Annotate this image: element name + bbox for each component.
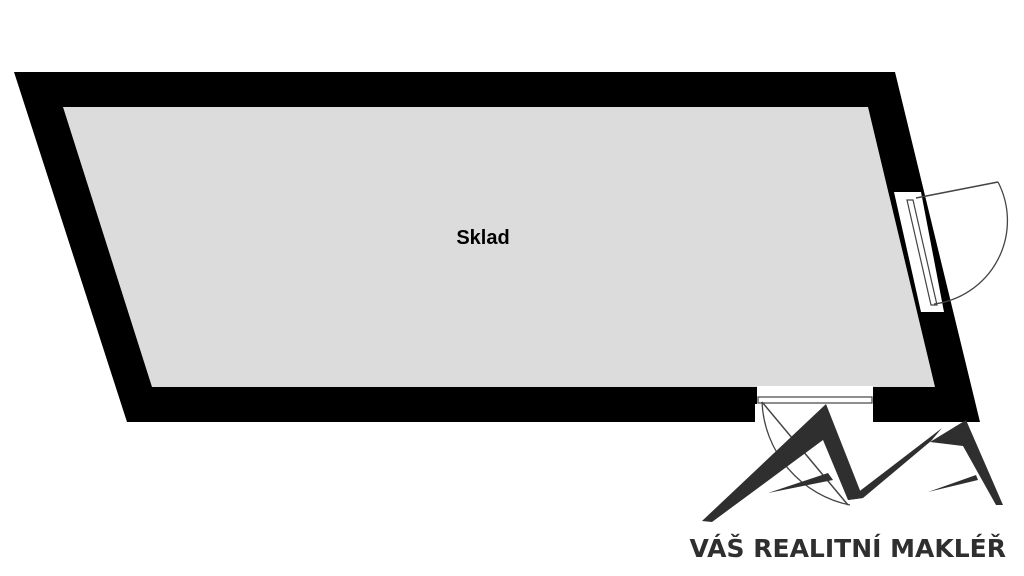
mountain-slope-right [928,475,978,492]
right-door-swing-arc [933,181,1009,305]
bottom-door-frame [757,396,873,404]
right-door-frame [906,199,938,306]
room-floor-sklad [63,107,935,387]
room-label: Sklad [456,227,509,249]
mountain-slope-left [768,473,833,493]
brand-name: VÁŠ REALITNÍ MAKLÉŘ [690,533,1006,563]
mountain-peak-right [930,420,1003,505]
mountain-peaks-logo [702,404,1003,522]
mountain-peak-middle [848,428,942,500]
right-door-leaf [915,181,999,199]
bottom-door-leaf [761,401,849,506]
mountain-peak-left [702,404,863,522]
bottom-door-swing-arc [761,401,851,506]
